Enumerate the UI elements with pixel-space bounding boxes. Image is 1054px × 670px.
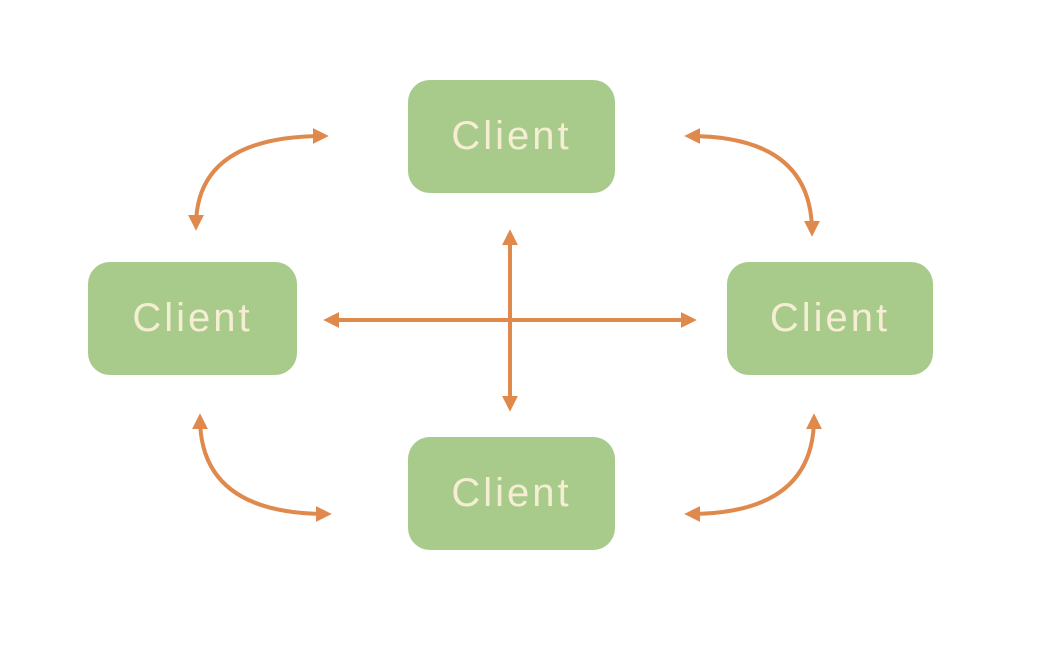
client-node-left: Client bbox=[88, 262, 297, 375]
client-node-label: Client bbox=[132, 296, 253, 340]
client-node-bottom: Client bbox=[408, 437, 615, 550]
client-node-label: Client bbox=[451, 471, 572, 515]
client-node-label: Client bbox=[451, 114, 572, 158]
client-node-right: Client bbox=[727, 262, 933, 375]
arrow-left-bottom-curved bbox=[192, 413, 332, 522]
arrow-bottom-right-curved bbox=[684, 413, 822, 522]
client-node-top: Client bbox=[408, 80, 615, 193]
client-node-label: Client bbox=[769, 296, 891, 340]
arrow-top-right-curved bbox=[684, 128, 820, 237]
arrow-left-top-curved bbox=[188, 128, 329, 231]
